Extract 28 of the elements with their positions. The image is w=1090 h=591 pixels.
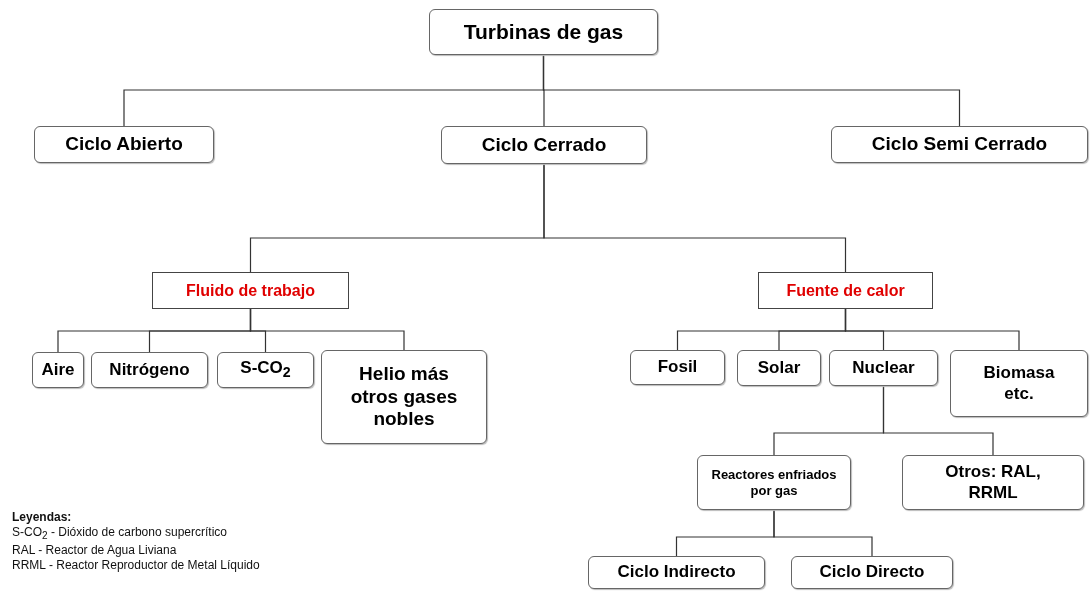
node-box: Solar (737, 350, 821, 386)
connector-line (249, 308, 405, 351)
node-box: Helio más otros gases nobles (321, 350, 487, 444)
node-box: S-CO$_{2}$ (217, 352, 314, 388)
node-box: Turbinas de gas (429, 9, 658, 55)
connector-line (773, 509, 873, 557)
node-box: Nitrógeno (91, 352, 208, 388)
connector-line (543, 163, 847, 273)
connector-line (844, 308, 1020, 351)
node-box: Ciclo Abierto (34, 126, 214, 163)
node-box: Aire (32, 352, 84, 388)
abbreviation-note: RAL - Reactor de Agua Liviana (12, 543, 178, 559)
node-box: Ciclo Indirecto (588, 556, 765, 589)
connector-line (882, 385, 994, 456)
node-box: Reactores enfriados por gas (697, 455, 851, 510)
node-box: Ciclo Cerrado (441, 126, 647, 164)
category-box: Fuente de calor (758, 272, 933, 309)
connector-line (542, 54, 961, 127)
abbreviation-note: S-CO$_{2}$ - Dióxido de carbono supercrítico (12, 525, 228, 544)
abbreviation-note: RRML - Reactor Reproductor de Metal Líquido (12, 558, 260, 574)
node-box: Nuclear (829, 350, 938, 386)
category-box: Fluido de trabajo (152, 272, 349, 309)
node-box: Ciclo Directo (791, 556, 953, 589)
legend-heading: Leyendas: (12, 510, 73, 525)
node-box: Biomasa etc. (950, 350, 1088, 417)
node-box: Otros: RAL, RRML (902, 455, 1084, 510)
node-box: Fosil (630, 350, 725, 385)
node-box: Ciclo Semi Cerrado (831, 126, 1088, 163)
